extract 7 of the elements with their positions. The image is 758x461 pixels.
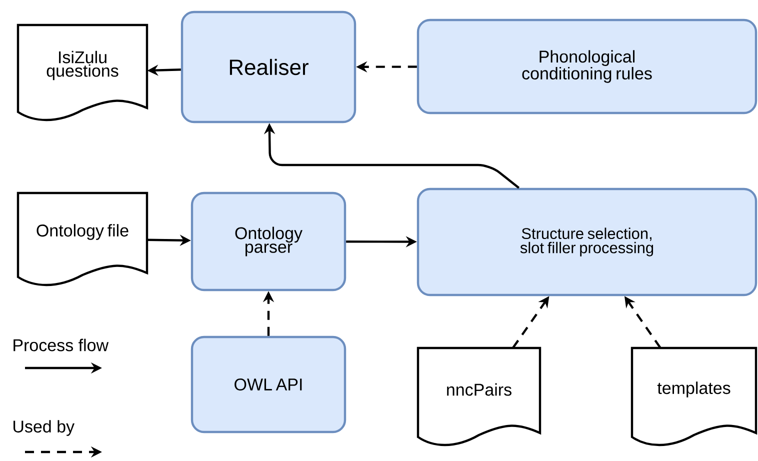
process-box: Ontology parser <box>190 192 346 292</box>
process-box: Phonological conditioning rules <box>416 18 758 114</box>
legend-label: Process flow <box>14 338 109 352</box>
process-box: Realiser <box>180 10 356 124</box>
process-box: OWL API <box>190 336 346 434</box>
process-box: Structure selection, slot filler processing <box>416 188 758 296</box>
legend-label: Used by <box>14 420 74 436</box>
